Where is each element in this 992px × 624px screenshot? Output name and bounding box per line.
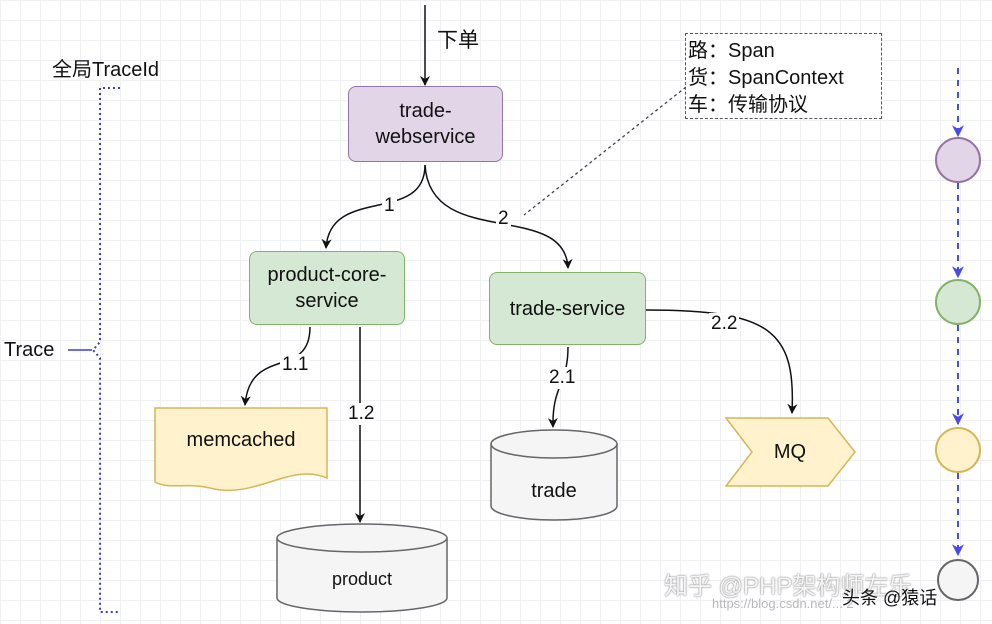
edge-label-1-2: 1.2 bbox=[346, 403, 377, 425]
edge-1 bbox=[321, 164, 426, 249]
product-core-service-node: product-core- service bbox=[249, 251, 405, 325]
legend-connector bbox=[523, 86, 687, 216]
edge-label-1-1: 1.1 bbox=[280, 354, 311, 376]
trace-brace bbox=[91, 87, 120, 613]
watermark-csdn: https://blog.csdn.net/... 2 bbox=[712, 596, 854, 611]
trace-label: Trace bbox=[4, 339, 55, 361]
edge-label-2-1: 2.1 bbox=[547, 367, 578, 389]
timeline-node-yellow bbox=[935, 427, 981, 473]
edge-1-1 bbox=[240, 326, 311, 406]
trade-webservice-text: trade- webservice bbox=[375, 100, 476, 148]
global-traceid-label: 全局TraceId bbox=[52, 59, 160, 81]
product-cylinder bbox=[276, 523, 448, 613]
watermark-zhihu: 知乎 @PHP架构师左乐 bbox=[664, 573, 913, 600]
watermark-toutiao: 头条 @猿话 bbox=[842, 588, 938, 608]
trade-webservice-node: trade- webservice bbox=[348, 86, 503, 162]
trade-service-text: trade-service bbox=[509, 297, 626, 320]
timeline-node-grey bbox=[937, 559, 979, 601]
product-core-service-text: product-core- service bbox=[267, 264, 387, 312]
trade-service-node: trade-service bbox=[489, 272, 646, 345]
span-timeline bbox=[935, 68, 981, 601]
trade-cylinder bbox=[490, 429, 618, 521]
edge-label-1: 1 bbox=[382, 195, 397, 217]
mq-text: MQ bbox=[773, 440, 807, 463]
trade-text: trade bbox=[531, 479, 577, 502]
legend-spancontext: 货：SpanContext bbox=[688, 67, 844, 89]
timeline-node-purple bbox=[935, 137, 981, 183]
legend-span: 路：Span bbox=[688, 40, 775, 62]
legend-transport: 车：传输协议 bbox=[688, 94, 808, 116]
memcached-shape bbox=[154, 407, 328, 492]
legend-box: 路：Span 货：SpanContext 车：传输协议 bbox=[685, 33, 882, 119]
edge-label-2: 2 bbox=[496, 208, 511, 230]
product-text: product bbox=[331, 568, 393, 589]
edge-2-2 bbox=[645, 309, 798, 414]
memcached-text: memcached bbox=[186, 428, 296, 451]
order-label: 下单 bbox=[437, 29, 479, 52]
edge-label-2-2: 2.2 bbox=[709, 313, 740, 335]
timeline-node-green bbox=[935, 279, 981, 325]
mq-shape bbox=[724, 417, 856, 487]
